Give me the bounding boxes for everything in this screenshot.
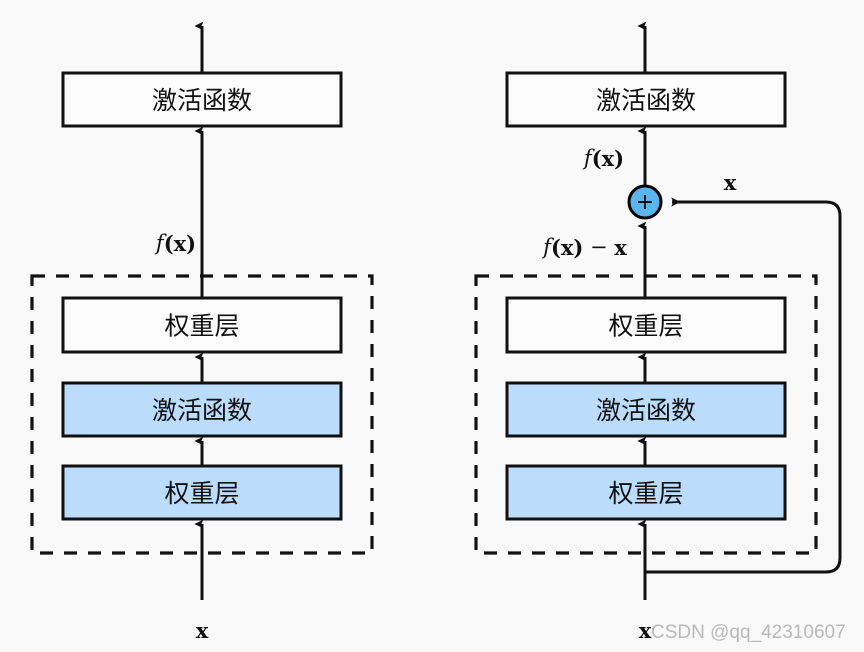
left-output-activation-label: 激活函数	[152, 86, 252, 115]
right-weight-layer-blue-box	[505, 464, 787, 521]
left-weight-layer-blue-label: 权重层	[164, 479, 239, 508]
skip-connection-path	[645, 197, 842, 574]
right-activation-blue-box	[505, 381, 787, 438]
right-weight-layer-top-box	[505, 296, 787, 354]
add-node-circle	[627, 184, 663, 220]
skip-connection-label: x	[724, 170, 737, 195]
left-panel: 激活函数 f(x) 权重层 激活函数 权重层 x	[30, 21, 374, 643]
watermark-text: CSDN @qq_42310607	[651, 622, 846, 643]
left-dashed-group	[30, 274, 374, 555]
left-activation-blue-box	[61, 381, 343, 438]
right-residual-label: f(x) − x	[541, 235, 627, 260]
right-output-activation-label: 激活函数	[596, 86, 696, 115]
right-fx-label: f(x)	[582, 146, 624, 171]
left-weight-layer-blue-box	[61, 464, 343, 521]
left-input-label: x	[196, 618, 209, 643]
add-node-plus-label: +	[636, 190, 654, 215]
left-weight-layer-top-box	[61, 296, 343, 354]
right-dashed-group	[474, 274, 818, 555]
right-weight-layer-top-label: 权重层	[608, 312, 683, 341]
left-activation-blue-label: 激活函数	[152, 396, 252, 425]
right-panel: 激活函数 f(x) + x f(x) − x 权重层 激活函数	[474, 21, 842, 643]
left-output-activation-box	[61, 71, 343, 128]
right-activation-blue-label: 激活函数	[596, 396, 696, 425]
watermark: CSDN @qq_42310607	[651, 622, 846, 643]
left-weight-layer-top-label: 权重层	[164, 312, 239, 341]
right-output-activation-box	[505, 71, 787, 128]
right-weight-layer-blue-label: 权重层	[608, 479, 683, 508]
left-fx-label: f(x)	[154, 231, 196, 256]
right-input-label: x	[639, 618, 652, 643]
